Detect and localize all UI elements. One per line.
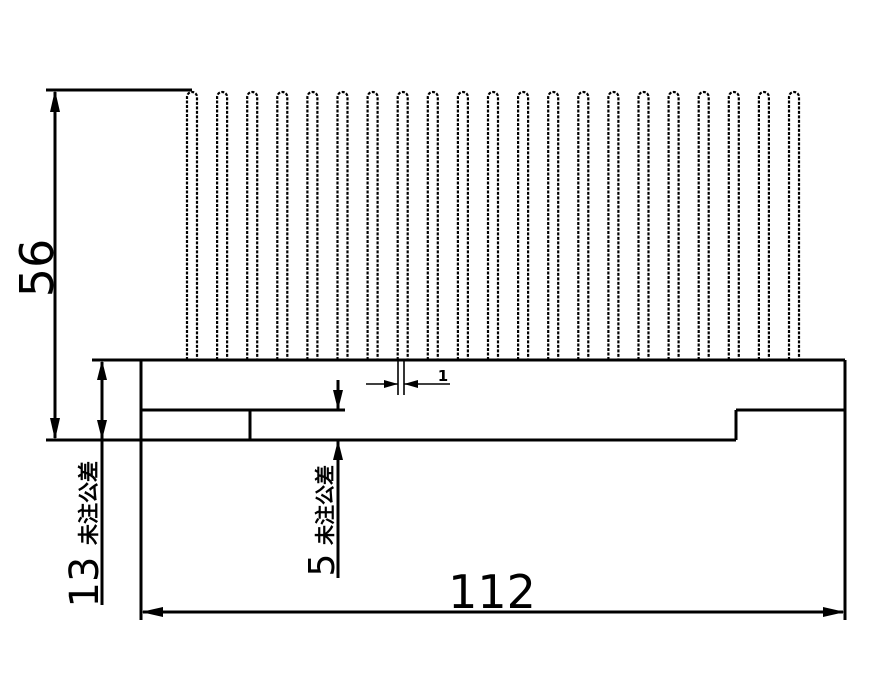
fin xyxy=(517,90,530,360)
arrow-down xyxy=(333,390,343,410)
dimension-total-height: 56 xyxy=(10,88,192,440)
fin xyxy=(577,90,590,360)
fin xyxy=(547,90,560,360)
base-tolerance-label: 未注公差 xyxy=(77,461,101,545)
arrow-down xyxy=(50,418,60,440)
groove-depth-label: 5 xyxy=(302,554,343,577)
fin xyxy=(697,90,710,360)
arrow-left xyxy=(141,607,163,617)
fin xyxy=(486,90,500,360)
dimension-base-thickness: 13 未注公差 xyxy=(62,360,108,607)
fin xyxy=(667,90,680,360)
arrow-right xyxy=(823,607,845,617)
fin xyxy=(456,90,469,360)
fin xyxy=(727,90,740,360)
fin xyxy=(637,90,650,360)
fin xyxy=(396,90,409,360)
fin xyxy=(787,90,801,360)
dimension-total-width: 112 xyxy=(139,410,847,620)
heatsink-base xyxy=(46,358,847,442)
dimension-groove-depth: 5 未注公差 xyxy=(302,380,343,578)
arrow-left xyxy=(404,380,418,388)
fin xyxy=(757,90,770,360)
arrow-up xyxy=(50,90,60,112)
fin xyxy=(185,90,199,360)
total-width-label: 112 xyxy=(448,565,536,619)
arrow-up xyxy=(97,360,107,380)
fin xyxy=(306,90,319,360)
fin xyxy=(276,90,289,360)
groove-tolerance-label: 未注公差 xyxy=(313,465,337,545)
fin xyxy=(216,90,229,360)
fin-gap-label: 1 xyxy=(438,367,448,385)
dimension-fin-gap: 1 xyxy=(366,360,450,395)
base-thickness-label: 13 xyxy=(62,557,108,608)
fin xyxy=(336,90,349,360)
total-height-label: 56 xyxy=(10,239,64,298)
fin xyxy=(607,90,620,360)
fin xyxy=(366,90,379,360)
arrow-right xyxy=(384,380,398,388)
heatsink-fins xyxy=(185,90,801,360)
arrow-up xyxy=(333,440,343,460)
arrow-down xyxy=(97,420,107,440)
fin xyxy=(426,90,439,360)
fin xyxy=(246,90,259,360)
